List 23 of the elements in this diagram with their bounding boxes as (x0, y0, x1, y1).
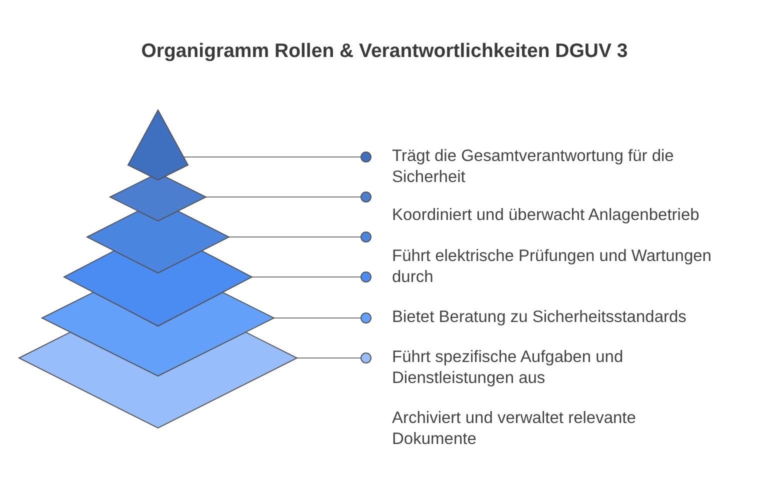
pyramid-layer (18, 332, 298, 429)
bullet-dot (360, 272, 372, 282)
role-description: Führt spezifische Aufgaben und Dienstleistungen aus (392, 347, 624, 389)
role-description: Koordiniert und überwacht Anlagenbetrieb (392, 205, 700, 226)
leader-line (252, 276, 362, 278)
pyramid-layer (62, 250, 254, 327)
bullet-dot (360, 192, 372, 202)
pyramid-layer (40, 292, 276, 377)
bullet-dot (360, 352, 372, 364)
pyramid-top (127, 108, 189, 181)
bullet-dot (360, 152, 372, 162)
role-description: Archiviert und verwaltet relevante Dokumente (392, 408, 637, 450)
bullet-dot (360, 232, 372, 242)
leader-line (206, 196, 362, 198)
role-description: Führt elektrische Prüfungen und Wartungen durch (392, 246, 712, 288)
role-description: Bietet Beratung zu Sicherheitsstandards (392, 307, 688, 328)
diagram-title: Organigramm Rollen & Verantwortlichkeiten DGUV 3 (140, 40, 629, 63)
pyramid-layer (86, 210, 230, 274)
leader-line (228, 236, 362, 238)
pyramid-layer (108, 176, 208, 222)
role-description: Trägt die Gesamtverantwortung für die Sicherheit (392, 146, 675, 188)
leader-line (184, 156, 362, 158)
bullet-dot (360, 312, 372, 324)
